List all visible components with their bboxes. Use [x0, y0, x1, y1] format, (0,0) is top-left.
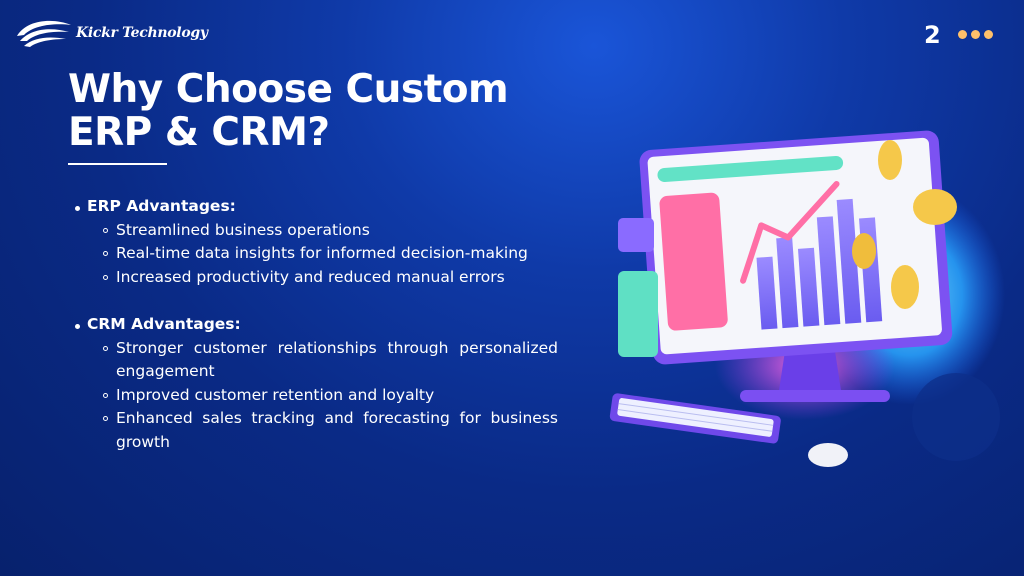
crm-items: Stronger customer relationships through …	[70, 337, 558, 455]
title-underline	[68, 163, 167, 165]
erp-heading: ERP Advantages:	[70, 195, 558, 219]
computer-dashboard-illustration	[609, 130, 1005, 467]
erp-items: Streamlined business operations Real-tim…	[70, 219, 558, 290]
chart-bar	[776, 237, 799, 329]
brand-logo: Kickr Technology	[14, 16, 208, 50]
page-number: 2	[924, 21, 941, 49]
list-item: Improved customer retention and loyalty	[70, 384, 558, 408]
purple-card	[618, 218, 654, 252]
dark-bubble	[912, 373, 1000, 461]
advantages-list: ERP Advantages: Streamlined business ope…	[70, 195, 558, 478]
title-line-1: Why Choose Custom	[68, 67, 509, 112]
dot	[971, 30, 980, 39]
crm-heading: CRM Advantages:	[70, 313, 558, 337]
coin	[878, 140, 902, 180]
monitor-stand	[778, 351, 842, 397]
chart-bar	[756, 256, 778, 330]
coin	[852, 233, 876, 269]
swoosh-logo-icon	[17, 20, 71, 47]
coin	[891, 265, 919, 309]
erp-section: ERP Advantages: Streamlined business ope…	[70, 195, 558, 289]
list-item: Increased productivity and reduced manua…	[70, 266, 558, 290]
list-item: Enhanced sales tracking and forecasting …	[70, 407, 558, 454]
header-bar	[657, 155, 844, 182]
keyboard-keys	[617, 398, 774, 437]
title-line-2: ERP & CRM?	[68, 110, 330, 155]
list-item: Streamlined business operations	[70, 219, 558, 243]
trend-line	[740, 180, 840, 284]
dot	[958, 30, 967, 39]
chart-bar	[836, 198, 862, 324]
crm-section: CRM Advantages: Stronger customer relati…	[70, 313, 558, 454]
chart-bar	[797, 247, 820, 327]
chart-bar	[816, 216, 841, 326]
brand-name: Kickr Technology	[76, 25, 208, 41]
pink-panel	[659, 192, 728, 331]
page-title: Why Choose Custom ERP & CRM?	[68, 68, 588, 154]
list-item: Real-time data insights for informed dec…	[70, 242, 558, 266]
coin	[913, 189, 957, 225]
dot	[984, 30, 993, 39]
monitor-base	[740, 390, 890, 402]
list-item: Stronger customer relationships through …	[70, 337, 558, 384]
mouse	[808, 443, 848, 467]
three-dots-icon	[958, 30, 993, 39]
teal-card	[618, 271, 658, 357]
